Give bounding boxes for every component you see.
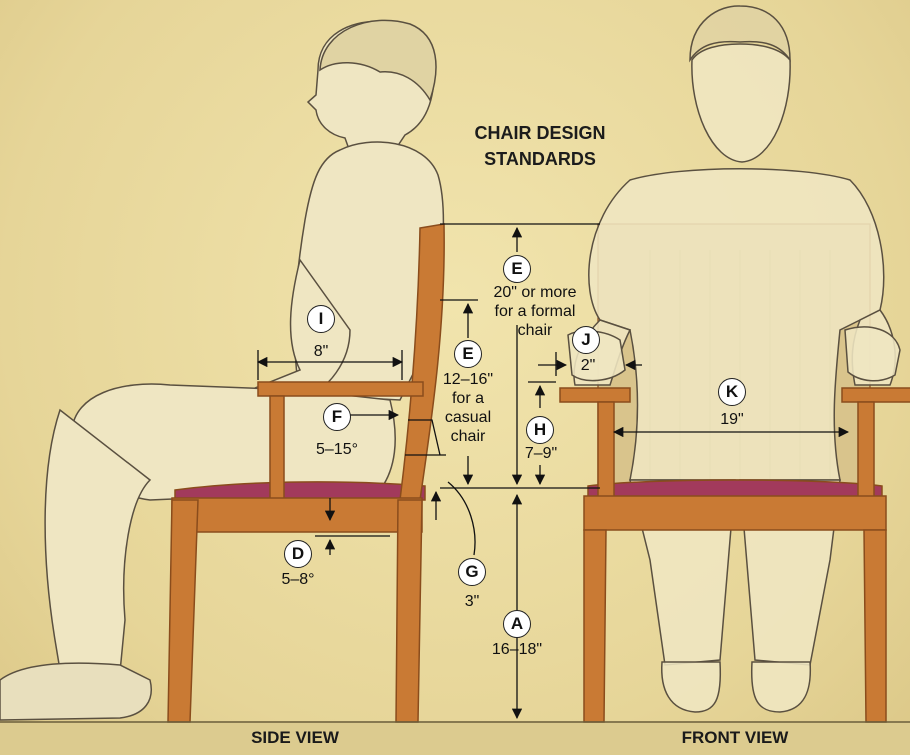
label-i: 8" xyxy=(313,343,329,360)
label-a: 16–18" xyxy=(491,641,543,658)
label-e-casual-line2: for a xyxy=(451,390,484,407)
label-d: 5–8° xyxy=(281,571,315,588)
marker-e-formal: E xyxy=(503,255,531,283)
label-e-casual-line4: chair xyxy=(450,428,486,445)
label-e-casual-line3: casual xyxy=(444,409,492,426)
marker-h: H xyxy=(526,416,554,444)
dim-g-leader xyxy=(447,481,476,556)
diagram-title: CHAIR DESIGN STANDARDS xyxy=(430,120,650,172)
label-f: 5–15° xyxy=(316,441,358,458)
front-right-leg-wood xyxy=(863,529,887,723)
front-left-shoe xyxy=(661,661,722,713)
front-seat-rail xyxy=(583,495,887,531)
label-e-casual: 12–16" for a casual chair xyxy=(423,370,513,446)
front-left-post xyxy=(597,401,615,503)
front-right-hand xyxy=(844,326,901,382)
side-front-leg xyxy=(167,499,199,723)
label-e-formal-line3: chair xyxy=(517,322,553,339)
front-right-shoe xyxy=(750,661,812,713)
marker-k: K xyxy=(718,378,746,406)
side-figure xyxy=(0,19,445,721)
label-k: 19" xyxy=(720,411,744,428)
marker-a: A xyxy=(503,610,531,638)
title-line-1: CHAIR DESIGN xyxy=(474,123,606,143)
marker-d: D xyxy=(284,540,312,568)
front-hair xyxy=(689,5,791,63)
side-chair xyxy=(167,223,445,723)
label-e-formal: 20" or more for a formal chair xyxy=(470,283,600,340)
caption-front-view: FRONT VIEW xyxy=(681,728,789,747)
side-shin xyxy=(44,408,152,673)
side-seat-rail xyxy=(171,497,423,533)
side-arm-post xyxy=(269,395,285,507)
marker-g: G xyxy=(458,558,486,586)
label-h: 7–9" xyxy=(524,445,558,462)
front-left-armrest xyxy=(559,387,631,403)
marker-f: F xyxy=(323,403,351,431)
front-torso xyxy=(588,168,885,481)
side-shoe xyxy=(0,662,152,721)
front-head xyxy=(691,43,791,163)
marker-i: I xyxy=(307,305,335,333)
front-right-post xyxy=(857,401,875,503)
front-seat-cushion xyxy=(587,479,883,499)
side-armrest xyxy=(257,381,424,397)
label-g: 3" xyxy=(464,593,480,610)
side-hair xyxy=(319,19,437,102)
dimension-lines xyxy=(256,223,850,720)
front-right-armrest xyxy=(841,387,910,403)
side-seat-cushion xyxy=(174,481,426,501)
marker-e-casual: E xyxy=(454,340,482,368)
front-left-leg-wood xyxy=(583,529,607,723)
label-e-formal-line2: for a formal xyxy=(494,303,576,320)
side-back-leg xyxy=(395,499,423,723)
marker-j: J xyxy=(572,326,600,354)
caption-band xyxy=(0,721,910,755)
caption-side-view: SIDE VIEW xyxy=(251,728,339,747)
front-figure xyxy=(567,5,901,713)
label-j: 2" xyxy=(580,357,596,374)
label-e-formal-line1: 20" or more xyxy=(493,284,577,301)
label-e-casual-line1: 12–16" xyxy=(442,371,494,388)
title-line-2: STANDARDS xyxy=(484,149,596,169)
